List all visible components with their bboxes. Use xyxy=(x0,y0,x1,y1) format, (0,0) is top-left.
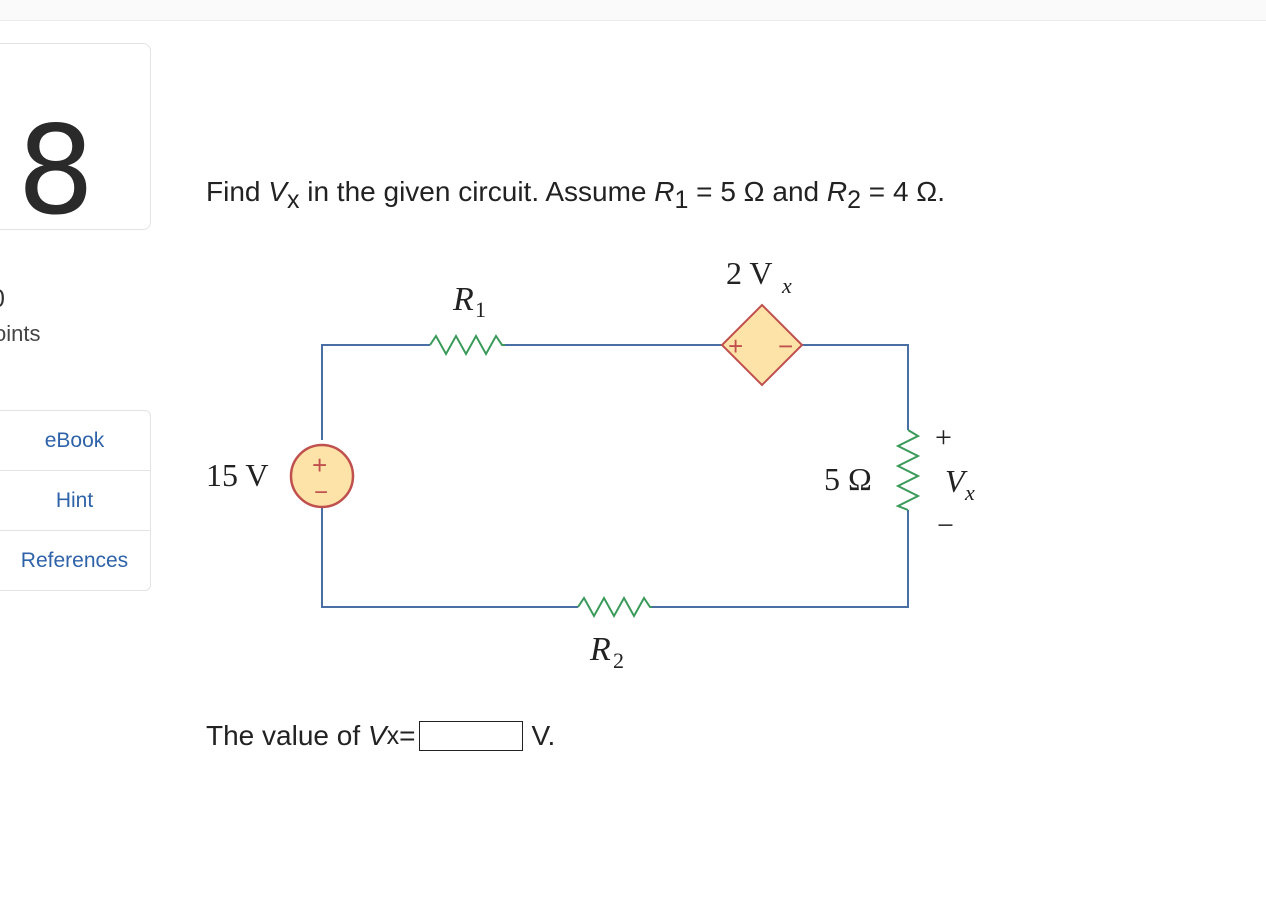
r1-sub: 1 xyxy=(475,297,486,322)
points-label: oints xyxy=(0,321,41,346)
question-mid: in the given circuit. Assume xyxy=(299,176,647,207)
answer-var: V xyxy=(367,720,387,751)
resistor-5ohm-label: 5 Ω xyxy=(824,461,872,497)
dependent-source xyxy=(720,303,804,387)
circuit-diagram: R 1 + − 2 V x + − 15 V 5 Ω + V x − R 2 xyxy=(206,255,975,673)
source-label: 15 V xyxy=(206,457,269,493)
dep-minus: − xyxy=(778,331,793,361)
wire-dep-right xyxy=(802,344,909,430)
question-prefix: Find xyxy=(206,176,261,207)
wire-right-bottom xyxy=(652,510,909,608)
question-r2-value: = 4 Ω. xyxy=(861,176,946,207)
r1-label: R xyxy=(452,281,474,318)
circuit-wires xyxy=(321,344,909,608)
answer-prefix: The value of xyxy=(206,720,361,751)
vx-label: V xyxy=(945,463,968,499)
source-plus: + xyxy=(312,450,327,480)
resistor-5ohm xyxy=(895,429,921,511)
answer-unit: V. xyxy=(531,720,556,751)
question-number: 8 xyxy=(17,100,95,242)
hint-link[interactable]: Hint xyxy=(0,471,150,531)
wire-left-top xyxy=(321,344,430,440)
dep-source-sub: x xyxy=(781,273,792,298)
vx-answer-input[interactable] xyxy=(419,721,524,751)
source-minus: − xyxy=(314,479,328,506)
question-text: Find Vx in the given circuit. Assume R1 … xyxy=(206,172,946,214)
r2-sub: 2 xyxy=(613,648,624,673)
question-var: V xyxy=(268,176,287,207)
references-link[interactable]: References xyxy=(20,548,129,572)
dep-source-label: 2 V xyxy=(726,255,773,291)
voltage-source xyxy=(289,443,355,509)
question-var-sub: x xyxy=(286,186,300,214)
r2-label: R xyxy=(589,631,611,668)
answer-equals: = xyxy=(399,720,416,751)
r2-resistor xyxy=(577,595,652,619)
vx-sub: x xyxy=(964,480,975,505)
question-r2: R xyxy=(826,176,848,207)
vx-minus: − xyxy=(937,509,954,542)
question-r1: R xyxy=(654,176,675,207)
question-r1-sub: 1 xyxy=(674,186,689,214)
r1-resistor xyxy=(429,333,505,357)
points-value: 0 xyxy=(0,284,5,314)
vx-plus: + xyxy=(935,421,952,454)
question-r2-sub: 2 xyxy=(847,186,862,214)
wire-r2-left xyxy=(321,508,578,608)
dep-plus: + xyxy=(728,331,743,361)
question-r1-value: = 5 Ω and xyxy=(688,176,820,207)
top-bar xyxy=(0,0,1266,21)
resources-panel: eBook Hint References xyxy=(0,410,151,591)
question-number-card: 8 xyxy=(0,43,151,236)
ebook-link[interactable]: eBook xyxy=(0,411,150,471)
